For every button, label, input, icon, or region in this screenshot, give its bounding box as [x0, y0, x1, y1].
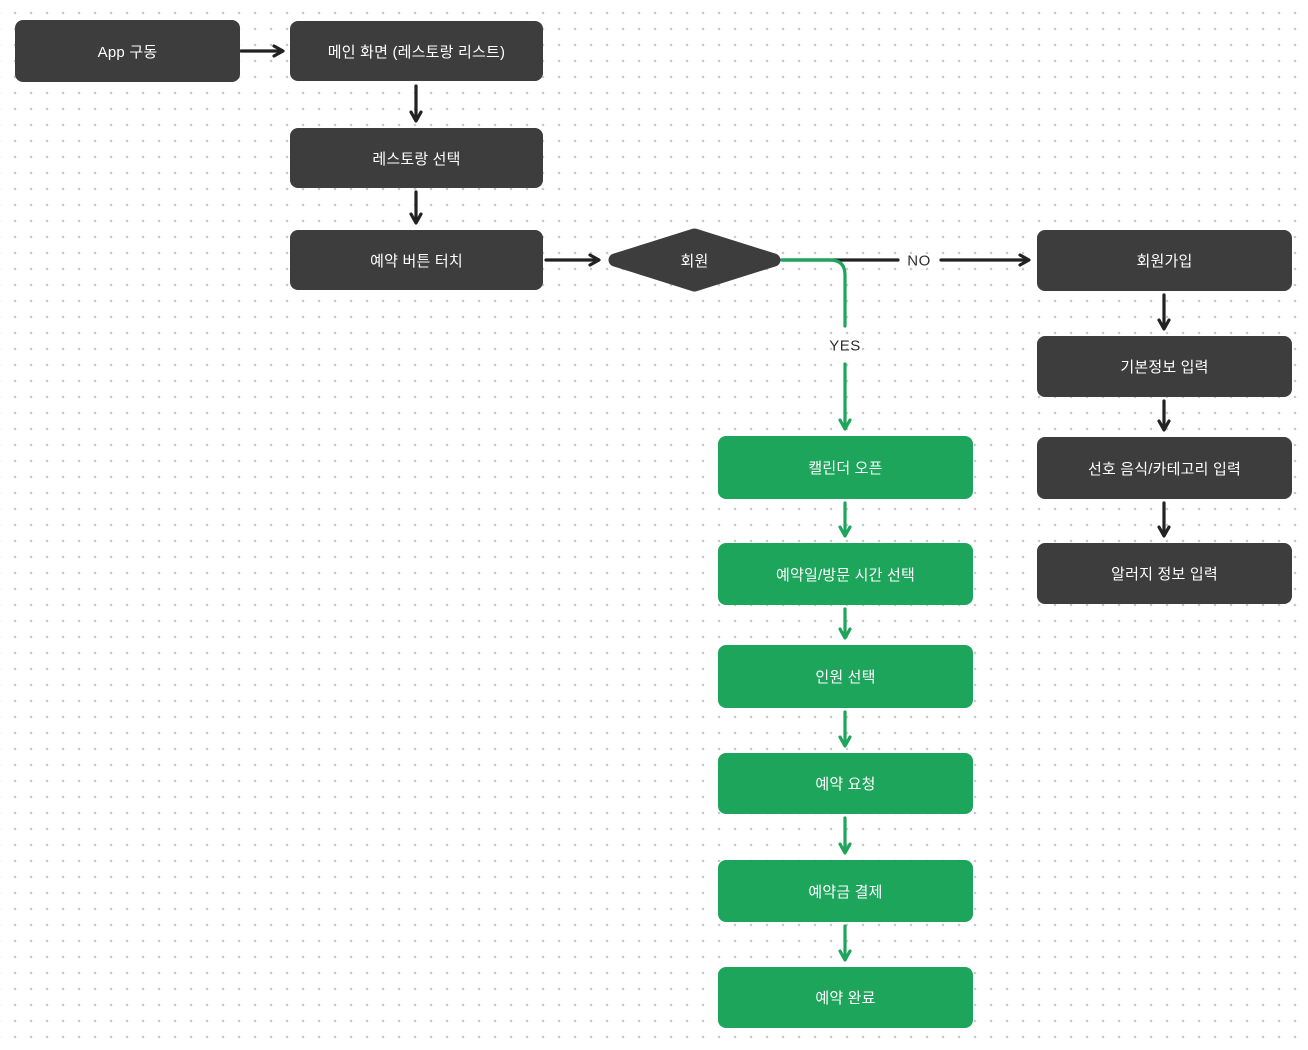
- edge-label-no: NO: [907, 252, 931, 270]
- node-reserve-request[interactable]: 예약 요청: [718, 753, 973, 814]
- node-allergy-info-label: 알러지 정보 입력: [1111, 566, 1218, 583]
- node-people-select-label: 인원 선택: [815, 669, 876, 686]
- node-main-screen[interactable]: 메인 화면 (레스토랑 리스트): [290, 21, 543, 81]
- node-reserve-request-label: 예약 요청: [815, 776, 876, 793]
- diamond-shape-icon: [608, 228, 781, 292]
- node-date-time-select[interactable]: 예약일/방문 시간 선택: [718, 543, 973, 605]
- node-deposit-payment[interactable]: 예약금 결제: [718, 860, 973, 922]
- node-app-start-label: App 구동: [97, 43, 158, 61]
- node-allergy-info[interactable]: 알러지 정보 입력: [1037, 543, 1292, 604]
- node-calendar-open[interactable]: 캘린더 오픈: [718, 436, 973, 499]
- node-restaurant-select[interactable]: 레스토랑 선택: [290, 128, 543, 188]
- edge-decision-yes-curve: [780, 258, 847, 328]
- node-restaurant-select-label: 레스토랑 선택: [372, 150, 461, 168]
- node-calendar-open-label: 캘린더 오픈: [808, 460, 883, 477]
- node-app-start[interactable]: App 구동: [15, 20, 240, 82]
- node-signup[interactable]: 회원가입: [1037, 230, 1292, 291]
- node-signup-label: 회원가입: [1136, 253, 1193, 270]
- node-main-screen-label: 메인 화면 (레스토랑 리스트): [327, 43, 506, 61]
- node-reserve-button-touch-label: 예약 버튼 터치: [370, 252, 463, 270]
- node-reserve-complete[interactable]: 예약 완료: [718, 967, 973, 1028]
- edge-label-yes: YES: [829, 337, 861, 355]
- node-member-decision[interactable]: 회원: [607, 228, 782, 292]
- node-deposit-payment-label: 예약금 결제: [808, 883, 883, 901]
- node-member-decision-label: 회원: [680, 252, 709, 270]
- node-reserve-complete-label: 예약 완료: [815, 990, 876, 1007]
- node-food-category[interactable]: 선호 음식/카테고리 입력: [1037, 437, 1292, 499]
- node-basic-info-label: 기본정보 입력: [1120, 359, 1209, 376]
- node-date-time-select-label: 예약일/방문 시간 선택: [775, 566, 916, 584]
- node-basic-info[interactable]: 기본정보 입력: [1037, 336, 1292, 397]
- node-reserve-button-touch[interactable]: 예약 버튼 터치: [290, 230, 543, 290]
- node-food-category-label: 선호 음식/카테고리 입력: [1087, 460, 1242, 478]
- node-people-select[interactable]: 인원 선택: [718, 645, 973, 708]
